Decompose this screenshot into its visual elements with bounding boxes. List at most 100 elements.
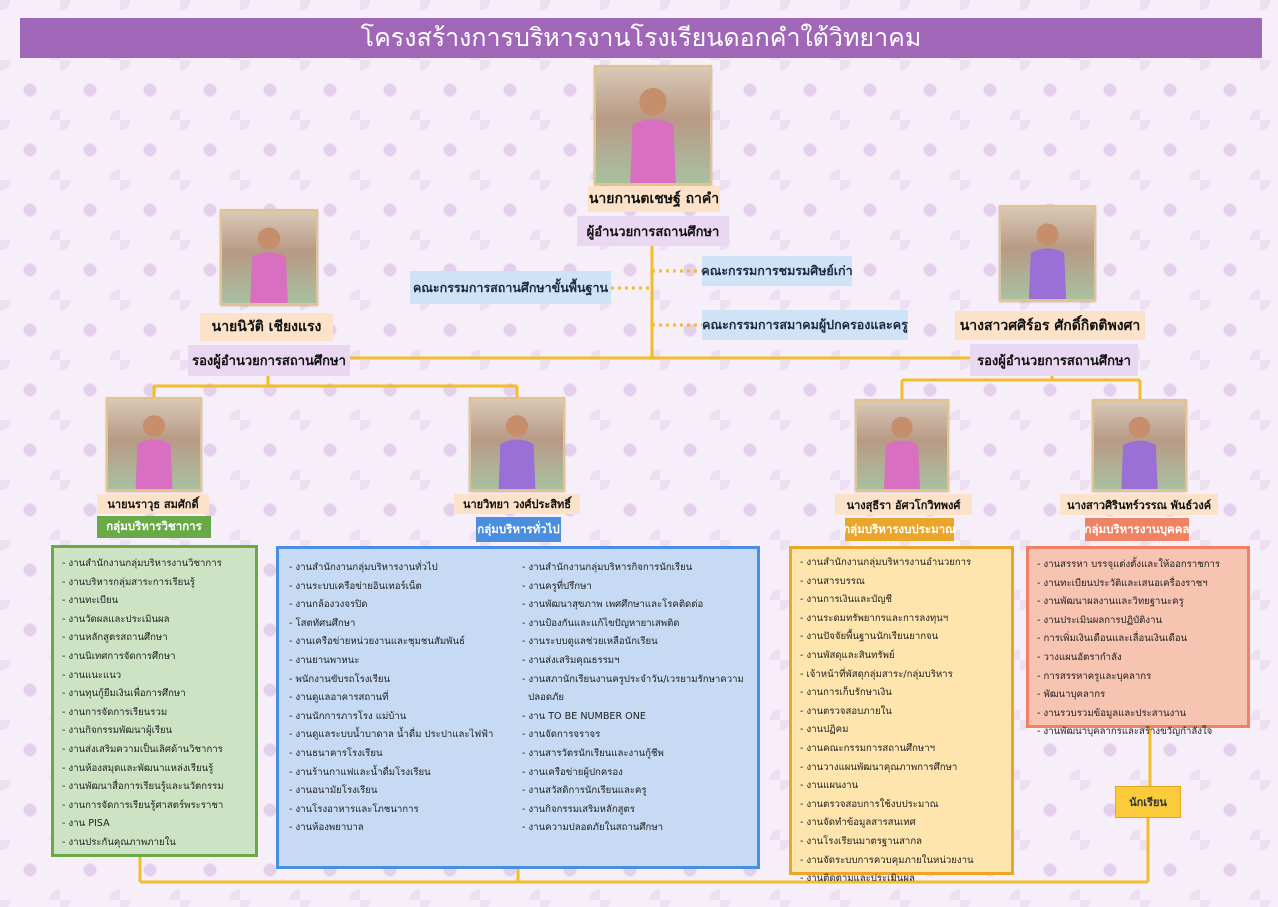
task-item: งานปฏิคม [800,721,1003,740]
task-item: งานแนะแนว [62,667,247,686]
task-item: งานส่งเสริมความเป็นเลิศด้านวิชาการ [62,741,247,760]
task-item: พัฒนาบุคลากร [1037,686,1239,705]
task-item: งานวางแผนพัฒนาคุณภาพการศึกษา [800,759,1003,778]
task-item: งานระดมทรัพยากรและการลงทุนฯ [800,610,1003,629]
task-item: งานห้องพยาบาล [289,819,514,838]
task-item: งานสรรหา บรรจุแต่งตั้งและให้ออกราชการ [1037,556,1239,575]
task-item: งานกล้องวงจรปิด [289,596,514,615]
task-item: งานนักการภารโรง แม่บ้าน [289,708,514,727]
task-item: งานบริหารกลุ่มสาระการเรียนรู้ [62,574,247,593]
task-item: งานทะเบียนประวัติและเสนอเครื่องราชฯ [1037,575,1239,594]
academic-head-name: นายนราวุธ สมศักดิ์ [97,494,209,514]
task-item: งานดูแลระบบน้ำบาดาล น้ำดื่ม ประปาและไฟฟ้… [289,726,514,745]
task-item: งานจัดการจราจร [522,726,747,745]
person-icon [498,415,536,489]
task-item: งานการจัดการเรียนรู้ศาสตร์พระราชา [62,797,247,816]
task-item: งานจัดทำข้อมูลสารสนเทศ [800,814,1003,833]
budget-task-box: งานสำนักงานกลุ่มบริหารงานอำนวยการงานสารบ… [789,546,1014,884]
task-item: งานดูแลอาคารสถานที่ [289,689,514,708]
students-box: นักเรียน [1115,786,1181,818]
deputy-right-position: รองผู้อำนวยการสถานศึกษา [970,344,1138,376]
task-item: งานระบบดูแลช่วยเหลือนักเรียน [522,633,747,652]
personnel-head-photo [1092,399,1187,491]
task-item: งานป้องกันและแก้ไขปัญหายาเสพติด [522,615,747,634]
task-item: งานสารวัตรนักเรียนและงานกู้ชีพ [522,745,747,764]
deputy-left-position: รองผู้อำนวยการสถานศึกษา [188,345,350,376]
task-item: งานสารบรรณ [800,573,1003,592]
deputy-right-name: นางสาวศศิร์อร ศักดิ์กิตติพงศา [955,311,1145,340]
deputy-left-name: นายนิวัติ เชียงแรง [200,313,333,341]
director-position: ผู้อำนวยการสถานศึกษา [577,216,729,246]
general-head-photo [469,397,565,491]
personnel-task-box: งานสรรหา บรรจุแต่งตั้งและให้ออกราชการงาน… [1026,546,1250,737]
task-item: งานประกันคุณภาพภายใน [62,834,247,853]
task-item: งานกิจกรรมเสริมหลักสูตร [522,801,747,820]
budget-head-name: นางสุธีรา อัศวโกวิทพงศ์ [835,494,972,515]
academic-group-label: กลุ่มบริหารวิชาการ [97,516,211,538]
director-photo [594,65,712,185]
budget-head-photo [855,399,949,491]
academic-head-photo [106,397,202,491]
task-item: งานแผนงาน [800,777,1003,796]
committee-parents-teachers: คณะกรรมการสมาคมผู้ปกครองและครู [702,310,908,340]
task-item: งานพัฒนาผลงานและวิทยฐานะครู [1037,593,1239,612]
task-item: งานเครือข่ายผู้ปกครอง [522,764,747,783]
task-item: งานตรวจสอบการใช้งบประมาณ [800,796,1003,815]
academic-task-box: งานสำนักงานกลุ่มบริหารงานวิชาการงานบริหา… [51,545,258,857]
task-item: งาน PISA [62,815,247,834]
academic-task-list: งานสำนักงานกลุ่มบริหารงานวิชาการงานบริหา… [62,555,247,853]
general-task-box: งานสำนักงานกลุ่มบริหารงานทั่วไปงานระบบเค… [276,546,760,869]
task-item: การสรรหาครูและบุคลากร [1037,668,1239,687]
task-item: งานกิจกรรมพัฒนาผู้เรียน [62,722,247,741]
task-item: งานเครือข่ายหน่วยงานและชุมชนสัมพันธ์ [289,633,514,652]
task-item: งานครูที่ปรึกษา [522,578,747,597]
task-item: งานพัสดุและสินทรัพย์ [800,647,1003,666]
task-item: งานคณะกรรมการสถานศึกษาฯ [800,740,1003,759]
page-title: โครงสร้างการบริหารงานโรงเรียนดอกคำใต้วิท… [20,18,1262,58]
task-item: ปลอดภัย [528,692,565,704]
task-item: พนักงานขับรถโรงเรียน [289,671,514,690]
task-item: งานสำนักงานกลุ่มบริหารงานวิชาการ [62,555,247,574]
task-item: งานยานพาหนะ [289,652,514,671]
task-item: งานโรงเรียนมาตรฐานสากล [800,833,1003,852]
task-item: งานธนาคารโรงเรียน [289,745,514,764]
task-item: งานส่งเสริมคุณธรรมฯ [522,652,747,671]
task-item: งานความปลอดภัยในสถานศึกษา [522,819,747,838]
task-item: งานนิเทศการจัดการศึกษา [62,648,247,667]
task-item: งาน TO BE NUMBER ONE [522,708,747,727]
task-item: งานร้านกาแฟและน้ำดื่มโรงเรียน [289,764,514,783]
person-icon [884,416,920,489]
task-item: งานหลักสูตรสถานศึกษา [62,629,247,648]
budget-group-label: กลุ่มบริหารงบประมาณ [843,518,956,541]
task-item: งานสำนักงานกลุ่มบริหารกิจการนักเรียน [522,559,747,578]
task-item: งานประเมินผลการปฏิบัติงาน [1037,612,1239,631]
task-item: งานระบบเครือข่ายอินเทอร์เน็ต [289,578,514,597]
person-icon [630,87,676,183]
task-item: งานสภานักเรียนงานครูประจำวัน/เวรยามรักษา… [522,671,747,690]
task-item: งานปัจจัยพื้นฐานนักเรียนยากจน [800,628,1003,647]
task-item: งานการเงินและบัญชี [800,591,1003,610]
general-group-label: กลุ่มบริหารทั่วไป [476,517,561,542]
task-item: งานวัดผลและประเมินผล [62,611,247,630]
task-item: งานโรงอาหารและโภชนาการ [289,801,514,820]
task-item: การเพิ่มเงินเดือนและเลื่อนเงินเดือน [1037,630,1239,649]
task-item: งานตรวจสอบภายใน [800,703,1003,722]
task-item: งานพัฒนาบุคลากรและสร้างขวัญกำลังใจ [1037,723,1239,742]
task-item: งานห้องสมุดและพัฒนาแหล่งเรียนรู้ [62,760,247,779]
task-item: วางแผนอัตรากำลัง [1037,649,1239,668]
task-item: งานพัฒนาสื่อการเรียนรู้และนวัตกรรม [62,778,247,797]
deputy-right-photo [999,205,1096,301]
committee-basic-education: คณะกรรมการสถานศึกษาขั้นพื้นฐาน [410,271,611,304]
deputy-left-photo [220,209,318,305]
task-item: เจ้าหน้าที่พัสดุกลุ่มสาระ/กลุ่มบริหาร [800,666,1003,685]
task-item: งานสวัสดิการนักเรียนและครู [522,782,747,801]
person-icon [1028,223,1067,299]
task-item: งานรวบรวมข้อมูลและประสานงาน [1037,705,1239,724]
general-task-list-left: งานสำนักงานกลุ่มบริหารงานทั่วไปงานระบบเค… [289,559,514,838]
person-icon [135,415,173,489]
task-item: งานจัดระบบการควบคุมภายในหน่วยงาน [800,852,1003,871]
task-item: งานติดตามและประเมินผล [800,870,1003,889]
task-item: โสตทัศนศึกษา [289,615,514,634]
budget-task-list: งานสำนักงานกลุ่มบริหารงานอำนวยการงานสารบ… [800,554,1003,889]
general-task-list-right: งานสำนักงานกลุ่มบริหารกิจการนักเรียนงานค… [522,559,747,838]
